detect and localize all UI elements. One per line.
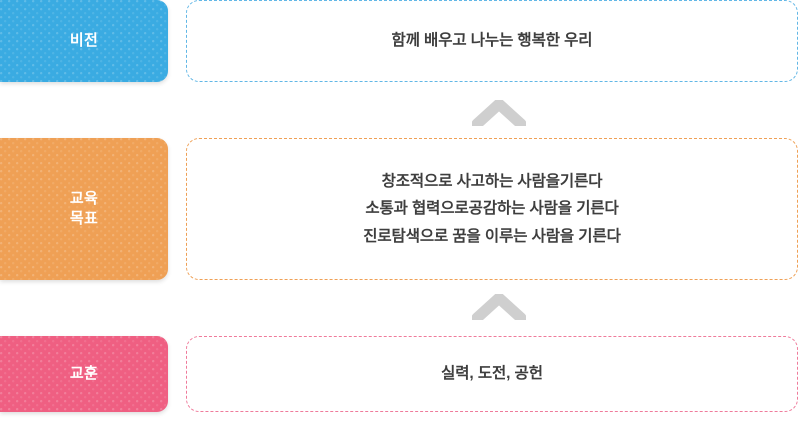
vision-label-text: 비전 <box>69 32 99 50</box>
motto-label-chip: 교훈 <box>0 336 168 412</box>
chevron-up-icon <box>468 96 530 130</box>
vision-content-panel: 함께 배우고 나누는 행복한 우리 <box>186 0 798 82</box>
motto-content-panel: 실력, 도전, 공헌 <box>186 336 798 412</box>
goals-label-text: 교육 목표 <box>69 190 99 227</box>
motto-content-text: 실력, 도전, 공헌 <box>441 365 543 383</box>
goals-content-panel: 창조적으로 사고하는 사람을기른다 소통과 협력으로공감하는 사람을 기른다 진… <box>186 138 798 280</box>
vision-row: 비전 함께 배우고 나누는 행복한 우리 <box>0 0 798 82</box>
goals-row: 교육 목표 창조적으로 사고하는 사람을기른다 소통과 협력으로공감하는 사람을… <box>0 138 798 280</box>
vision-label-chip: 비전 <box>0 0 168 82</box>
vision-content-text: 함께 배우고 나누는 행복한 우리 <box>391 32 593 50</box>
motto-row: 교훈 실력, 도전, 공헌 <box>0 336 798 412</box>
chevron-up-icon <box>468 290 530 324</box>
motto-label-text: 교훈 <box>69 365 99 383</box>
goals-label-chip: 교육 목표 <box>0 138 168 280</box>
goals-content-text: 창조적으로 사고하는 사람을기른다 소통과 협력으로공감하는 사람을 기른다 진… <box>363 173 621 245</box>
